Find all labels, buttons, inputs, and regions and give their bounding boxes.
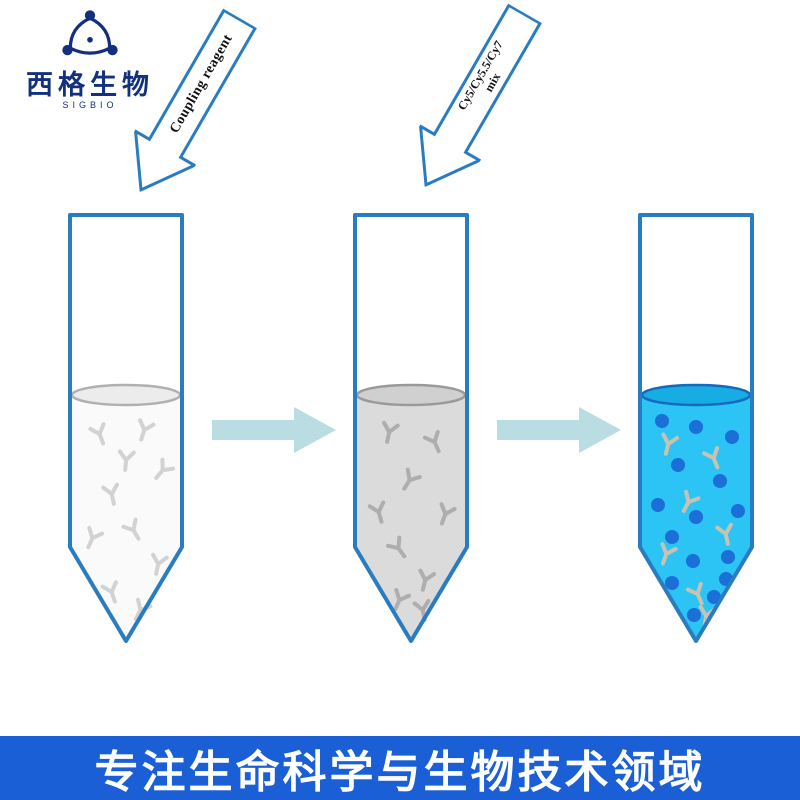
dye-mix-arrow-icon: Cy5/Cy5.5/Cy7 mix	[395, 0, 556, 204]
tube-coupled-graphic	[353, 213, 469, 643]
tube-dye-labeled	[638, 213, 754, 645]
tube-labeled-graphic	[638, 213, 754, 643]
banner: 专注生命科学与生物技术领域	[0, 736, 800, 800]
flow-arrow-2-icon	[497, 407, 621, 453]
tube-antibody	[68, 213, 184, 645]
coupling-arrow-shape	[133, 8, 258, 193]
logo: 西格生物 SIGBIO	[16, 6, 164, 110]
dye-arrow-shape	[418, 3, 543, 188]
tube-antibody-graphic	[68, 213, 184, 643]
flow-arrow-1-icon	[212, 407, 336, 453]
logo-mark-icon	[62, 10, 118, 56]
tube-coupled-antibody	[353, 213, 469, 645]
banner-text: 专注生命科学与生物技术领域	[94, 748, 706, 797]
logo-en-text: SIGBIO	[62, 100, 118, 111]
coupling-reagent-arrow-icon: Coupling reagent	[110, 1, 271, 209]
logo-cn-text: 西格生物	[26, 70, 154, 100]
